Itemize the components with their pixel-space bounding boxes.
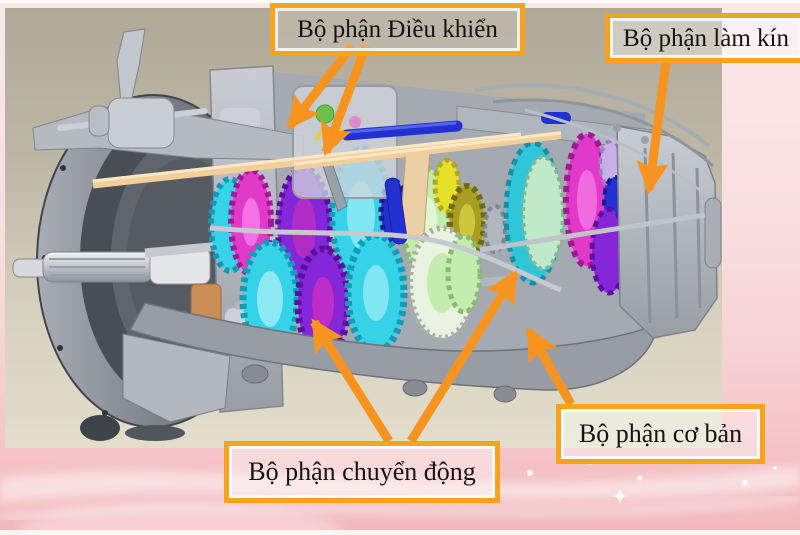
input-shaft xyxy=(12,247,211,285)
label-moving-parts: Bộ phận chuyển động xyxy=(224,441,500,503)
label-control-text: Bộ phận Điều khiển xyxy=(297,16,498,43)
sparkles xyxy=(527,458,777,504)
gearbox-illustration xyxy=(12,28,722,441)
label-sealing-text: Bộ phận làm kín xyxy=(623,24,789,52)
shift-rails xyxy=(92,112,706,293)
label-basic-text: Bộ phận cơ bản xyxy=(578,419,743,448)
label-moving-text: Bộ phận chuyển động xyxy=(248,457,476,486)
label-sealing-unit: Bộ phận làm kín xyxy=(605,13,800,63)
pipes xyxy=(474,83,714,196)
label-basic-unit: Bộ phận cơ bản xyxy=(556,404,765,464)
label-control-unit: Bộ phận Điều khiển xyxy=(270,3,525,56)
gearbox-photo xyxy=(5,8,722,448)
gear-lever xyxy=(88,28,175,149)
